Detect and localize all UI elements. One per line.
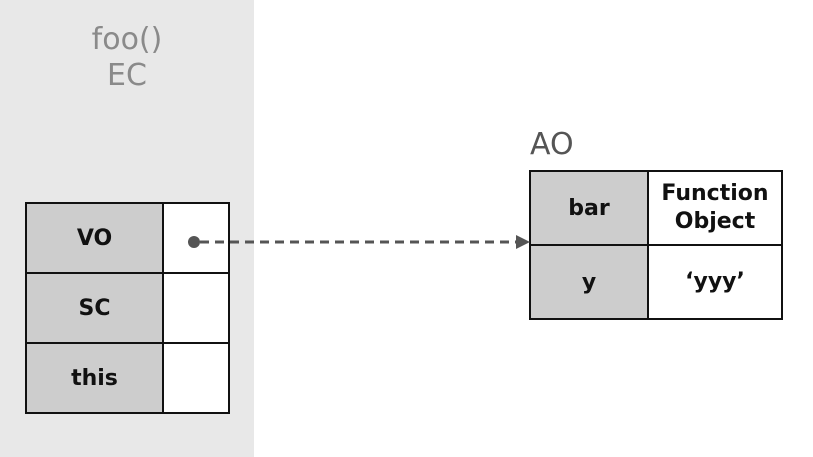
- ec-value-sc: [162, 272, 230, 344]
- ao-value-y: ‘yyy’: [647, 244, 783, 320]
- ec-row-vo: VO: [25, 202, 230, 274]
- ao-row-y: y ‘yyy’: [529, 244, 783, 320]
- activation-object-table: bar Function Object y ‘yyy’: [529, 170, 783, 320]
- ec-title-label: EC: [107, 58, 147, 93]
- ao-row-bar: bar Function Object: [529, 170, 783, 246]
- ec-row-sc: SC: [25, 272, 230, 344]
- execution-context-title: foo() EC: [0, 22, 254, 94]
- ec-title-function: foo(): [91, 22, 163, 57]
- execution-context-table: VO SC this: [25, 202, 230, 414]
- ec-value-vo: [162, 202, 230, 274]
- ao-key-bar: bar: [529, 170, 649, 246]
- ao-value-bar-line1: Function: [661, 181, 769, 206]
- ao-value-bar: Function Object: [647, 170, 783, 246]
- ao-value-bar-line2: Object: [674, 209, 756, 234]
- ec-value-this: [162, 342, 230, 414]
- ec-key-sc: SC: [25, 272, 164, 344]
- arrow-head-icon: [516, 235, 530, 249]
- ao-key-y: y: [529, 244, 649, 320]
- ec-key-this: this: [25, 342, 164, 414]
- activation-object-label: AO: [530, 127, 574, 162]
- ec-key-vo: VO: [25, 202, 164, 274]
- ec-row-this: this: [25, 342, 230, 414]
